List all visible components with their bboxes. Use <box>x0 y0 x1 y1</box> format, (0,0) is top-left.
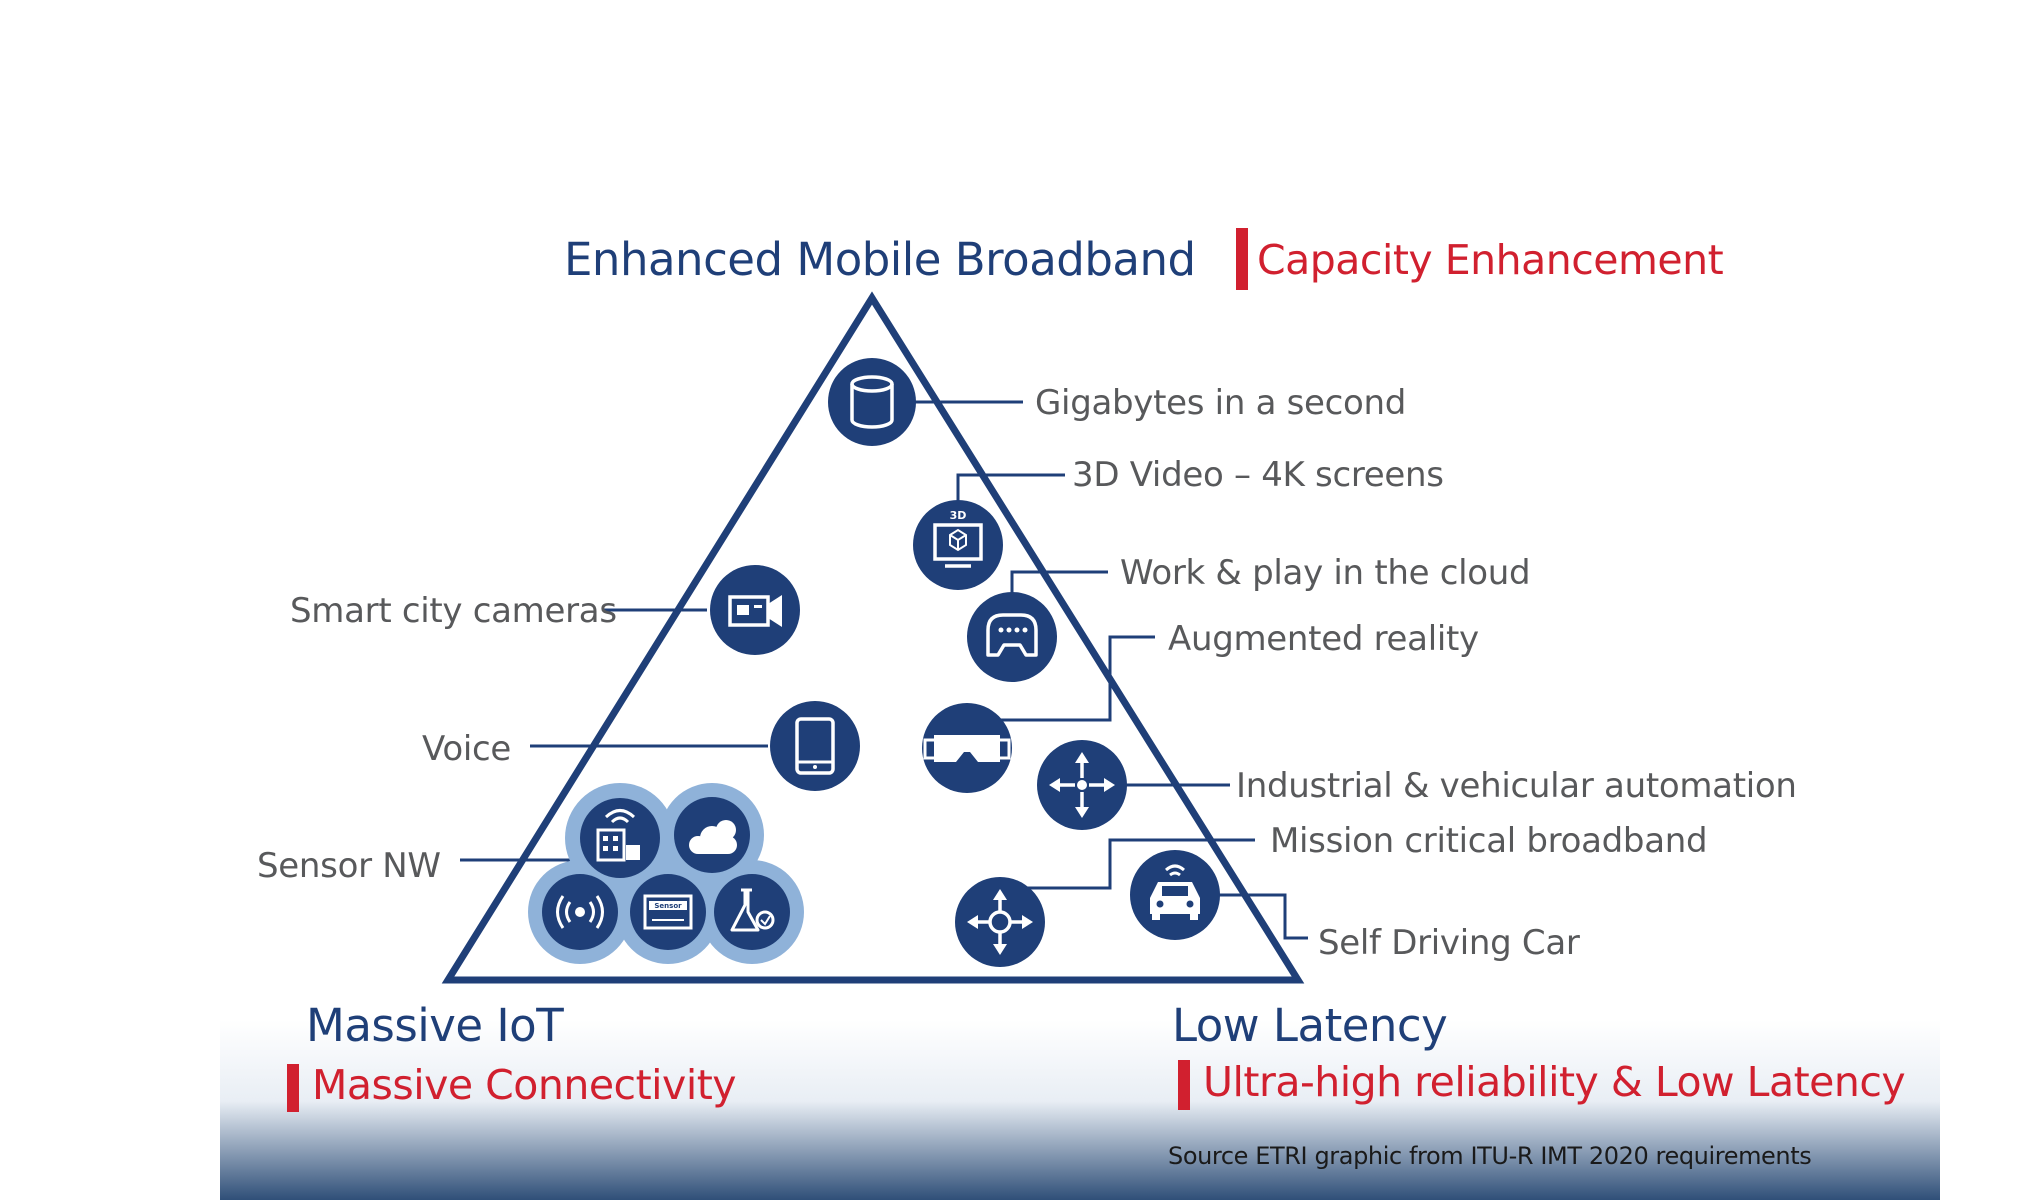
badge-3d-text: 3D <box>950 509 967 522</box>
bottom-right-title: Low Latency <box>1172 999 1448 1052</box>
bottom-right-red-bar <box>1178 1060 1190 1110</box>
label-gigabytes: Gigabytes in a second <box>1035 383 1407 423</box>
label-self-driving: Self Driving Car <box>1318 923 1580 963</box>
bottom-left-red-bar <box>287 1064 299 1112</box>
bottom-left-title: Massive IoT <box>306 999 564 1052</box>
directional-arrows-icon <box>955 877 1045 967</box>
source-credit: Source ETRI graphic from ITU-R IMT 2020 … <box>1168 1142 1812 1170</box>
bottom-right-subtitle: Ultra-high reliability & Low Latency <box>1203 1058 1906 1106</box>
directional-arrows-icon <box>1037 740 1127 830</box>
car-icon <box>1130 850 1220 940</box>
top-red-bar <box>1236 228 1248 290</box>
bottom-left-subtitle: Massive Connectivity <box>312 1061 737 1109</box>
pyramid-triangle <box>441 291 1305 984</box>
flask-icon <box>714 874 790 950</box>
tablet-icon <box>770 701 860 791</box>
building-wifi-icon <box>580 798 660 878</box>
label-3d-video: 3D Video – 4K screens <box>1072 455 1444 495</box>
label-industrial: Industrial & vehicular automation <box>1236 766 1797 806</box>
label-cloud: Work & play in the cloud <box>1120 553 1531 593</box>
video-camera-icon <box>710 565 800 655</box>
top-subtitle: Capacity Enhancement <box>1257 236 1724 284</box>
vr-headset-icon <box>922 703 1012 793</box>
label-augmented-reality: Augmented reality <box>1168 619 1479 659</box>
signal-icon <box>542 874 618 950</box>
database-icon <box>828 358 916 446</box>
label-smart-city-cameras: Smart city cameras <box>290 591 617 631</box>
cloud-icon <box>674 797 750 873</box>
sensor-chip-icon: Sensor <box>630 874 706 950</box>
label-voice: Voice <box>422 729 511 769</box>
3d-monitor-icon: 3D <box>913 500 1003 590</box>
label-mission-critical: Mission critical broadband <box>1270 821 1708 861</box>
gamepad-icon <box>967 592 1057 682</box>
label-sensor-nw: Sensor NW <box>257 846 441 886</box>
top-title: Enhanced Mobile Broadband <box>564 233 1196 286</box>
bottom-gradient <box>220 1020 1940 1200</box>
sensor-chip-text: Sensor <box>654 902 682 910</box>
